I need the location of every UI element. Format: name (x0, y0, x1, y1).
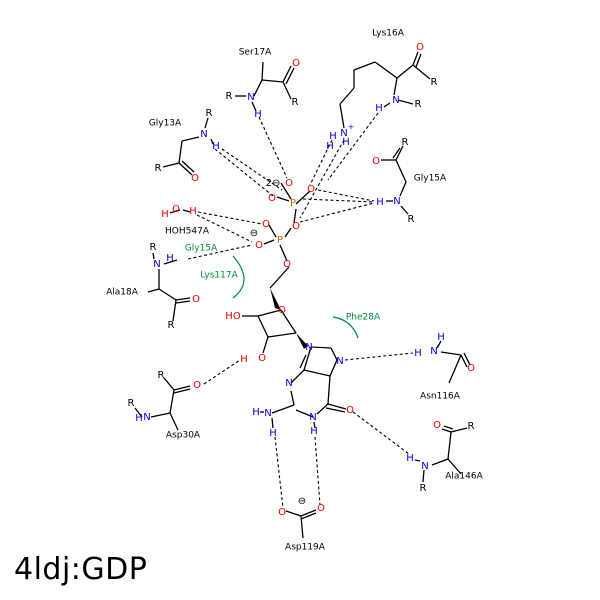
atom-n: N (153, 259, 160, 270)
residue-label-gly15-contact: Gly15A (185, 244, 218, 254)
atom-n2: N (264, 408, 271, 419)
atom-h: H (252, 407, 260, 418)
phe28-contact-arc (332, 316, 359, 339)
atom-n: N (393, 196, 400, 207)
atom-r: R (408, 214, 415, 225)
atom-n: N (421, 461, 428, 472)
atom-o: O (191, 173, 199, 184)
atom-o: O (467, 363, 475, 374)
residue-label-hoh547: HOH547A (165, 227, 210, 237)
atom-p: P (290, 198, 296, 209)
atom-n: N (143, 412, 150, 423)
atom-r: R (150, 242, 157, 253)
atom-h: H (406, 453, 414, 464)
atom-r: R (402, 137, 409, 148)
atom-r: R (168, 320, 175, 331)
atom-h: H (212, 141, 220, 152)
atom-o: O (283, 259, 291, 270)
residue-label-ala146: Ala146A (445, 472, 483, 482)
residue-label-lys16: Lys16A (372, 29, 405, 39)
residue-label-asn116: Asn116A (420, 392, 461, 402)
atom-ho: HO (225, 311, 241, 322)
atom-h: H (414, 348, 422, 359)
atom-o: O (193, 380, 201, 391)
atom-nz: N (340, 128, 347, 139)
atom-o: O (172, 204, 180, 215)
atom-r: R (206, 108, 213, 119)
atom-n: N (200, 129, 207, 140)
atom-n: N (392, 95, 399, 106)
atom-h: H (166, 253, 174, 264)
charge-minus: ⊖ (298, 496, 306, 507)
residue-label-lys117: Lys117A (200, 271, 238, 281)
atom-o: O (292, 58, 300, 69)
atom-o: O (307, 184, 315, 195)
atom-o: O (268, 193, 276, 204)
atom-r: R (226, 91, 233, 102)
atom-o: O (317, 503, 325, 514)
residue-label-ala18: Ala18A (106, 288, 139, 298)
residue-label-asp30: Asp30A (166, 431, 201, 441)
atom-o: O (372, 156, 380, 167)
atom-h: H (376, 197, 384, 208)
atom-h: H (269, 428, 277, 439)
hydrophobic-contacts (232, 255, 359, 339)
atom-labels: R N H O R O R N R H N + H H H R N H O R … (128, 42, 476, 518)
atom-h: H (375, 103, 383, 114)
atom-r: R (128, 398, 135, 409)
atom-h: H (437, 332, 445, 343)
atom-r: R (420, 483, 427, 494)
atom-o: O (192, 294, 200, 305)
charge-2minus: 2⊖ (266, 178, 281, 189)
residue-label-ser17: Ser17A (239, 48, 272, 58)
atom-n: N (430, 346, 437, 357)
atom-n3: N (285, 378, 292, 389)
atom-r: R (158, 370, 165, 381)
atom-n1: N (309, 412, 316, 423)
atom-h: H (254, 109, 262, 120)
atom-h: H (161, 209, 169, 220)
atom-n9: N (305, 342, 312, 353)
residue-label-gly13: Gly13A (149, 119, 182, 129)
atom-r: R (431, 77, 438, 88)
atom-o: O (292, 221, 300, 232)
atom-o: O (262, 219, 270, 230)
atom-r: R (468, 421, 475, 432)
atom-o: O (433, 420, 441, 431)
atom-o: O (285, 178, 293, 189)
residue-label-gly15: Gly15A (414, 174, 447, 184)
atom-h: H (329, 131, 337, 142)
atom-r: R (155, 163, 162, 174)
atom-h: H (342, 137, 350, 148)
atom-h: H (135, 413, 143, 424)
atom-h: H (310, 426, 318, 437)
atom-p: P (277, 235, 283, 246)
atom-r: R (292, 97, 299, 108)
residue-label-phe28: Phe28A (346, 313, 381, 323)
lys117-contact-arc (232, 255, 245, 299)
atom-n7: N (336, 356, 343, 367)
atom-r: R (415, 99, 422, 110)
atom-o: O (278, 507, 286, 518)
atom-h: H (189, 206, 197, 217)
diagram-title: 4ldj:GDP (14, 552, 148, 587)
atom-o: O (278, 305, 286, 316)
atom-h: H (240, 354, 248, 365)
hydrogen-bonds (187, 112, 414, 509)
covalent-bonds (134, 51, 471, 539)
atom-o6: O (346, 405, 354, 416)
atom-h: H (326, 141, 334, 152)
charge-minus: ⊖ (250, 228, 258, 239)
atom-o: O (255, 240, 263, 251)
charge-plus: + (348, 123, 355, 132)
atom-n: N (247, 92, 254, 103)
atom-o: O (416, 42, 424, 53)
residue-label-asp119: Asp119A (285, 543, 326, 553)
atom-o: O (258, 353, 266, 364)
residue-labels: Ser17A Lys16A Gly13A Gly15A HOH547A Gly1… (106, 29, 483, 553)
